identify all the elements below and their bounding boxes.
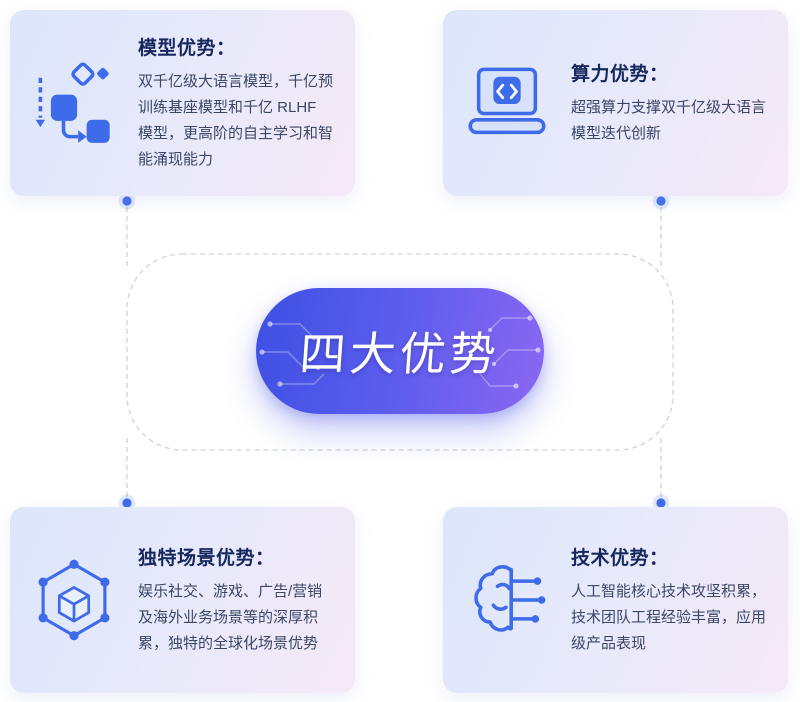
- card-model-advantage: 模型优势： 双千亿级大语言模型，千亿预训练基座模型和千亿 RLHF 模型，更高阶…: [10, 10, 355, 196]
- card-title: 算力优势：: [571, 64, 669, 86]
- center-badge-label: 四大优势: [297, 327, 502, 381]
- card-body: 双千亿级大语言模型，千亿预训练基座模型和千亿 RLHF 模型，更高阶的自主学习和…: [138, 73, 334, 168]
- card-text: 模型优势： 双千亿级大语言模型，千亿预训练基座模型和千亿 RLHF 模型，更高阶…: [138, 33, 333, 172]
- connector-dot: [656, 196, 666, 206]
- card-text: 独特场景优势： 娱乐社交、游戏、广告/营销及海外业务场景等的深厚积累，独特的全球…: [138, 543, 333, 656]
- laptop-code-icon: [465, 61, 549, 145]
- card-text: 算力优势： 超强算力支撑双千亿级大语言模型迭代创新: [571, 59, 766, 147]
- connector-dot: [122, 196, 132, 206]
- ai-brain-icon: [465, 558, 549, 642]
- card-computing-advantage: 算力优势： 超强算力支撑双千亿级大语言模型迭代创新: [443, 10, 788, 196]
- card-title: 技术优势：: [571, 548, 669, 570]
- card-technology-advantage: 技术优势： 人工智能核心技术攻坚积累，技术团队工程经验丰富，应用级产品表现: [443, 507, 788, 693]
- card-text: 技术优势： 人工智能核心技术攻坚积累，技术团队工程经验丰富，应用级产品表现: [571, 543, 766, 656]
- card-scenario-advantage: 独特场景优势： 娱乐社交、游戏、广告/营销及海外业务场景等的深厚积累，独特的全球…: [10, 507, 355, 693]
- circuit-pattern-icon: [259, 315, 541, 389]
- card-title: 独特场景优势：: [138, 548, 275, 570]
- cube-network-icon: [32, 558, 116, 642]
- card-title: 模型优势：: [138, 38, 236, 60]
- center-badge: 四大优势: [256, 288, 544, 414]
- card-body: 超强算力支撑双千亿级大语言模型迭代创新: [571, 99, 767, 142]
- flowchart-icon: [32, 61, 116, 145]
- card-body: 人工智能核心技术攻坚积累，技术团队工程经验丰富，应用级产品表现: [571, 583, 767, 652]
- card-body: 娱乐社交、游戏、广告/营销及海外业务场景等的深厚积累，独特的全球化场景优势: [138, 583, 323, 652]
